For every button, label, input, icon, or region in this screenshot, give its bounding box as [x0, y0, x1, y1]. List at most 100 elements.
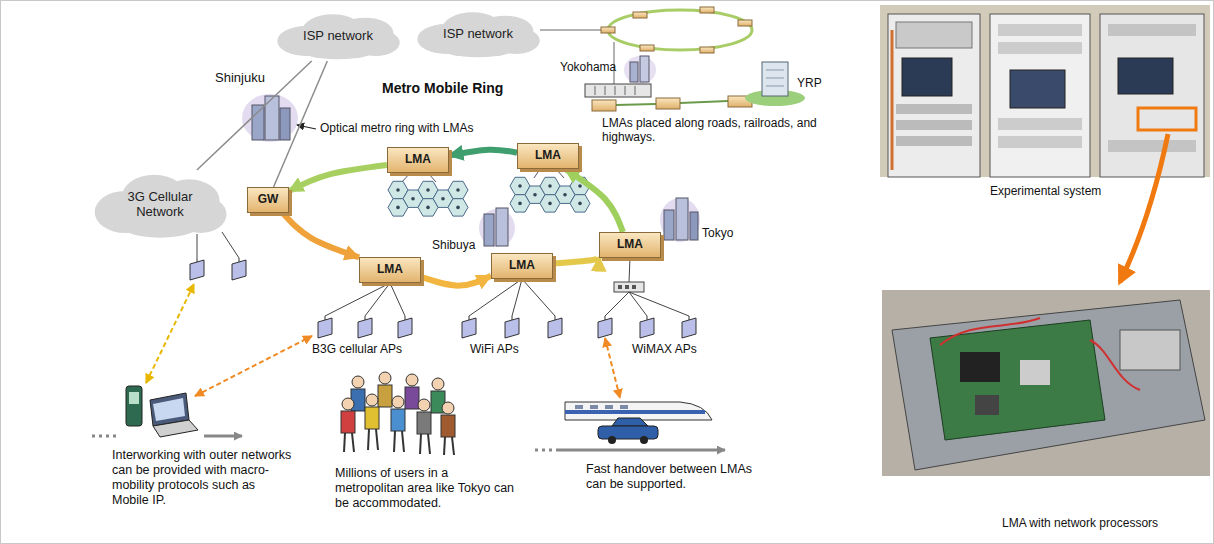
crowd-figures [379, 372, 391, 384]
ring-note: Optical metro ring with LMAs [320, 121, 473, 135]
cell-hexagons [428, 173, 436, 182]
access-point [548, 316, 562, 338]
vehicles [640, 436, 648, 444]
vehicles [575, 405, 583, 409]
cell-hexagons [534, 169, 540, 178]
crowd-figures [428, 434, 430, 454]
photo-experimental-system [1108, 24, 1196, 36]
photo-experimental-system [880, 5, 1210, 177]
network-cloud: ISP network [273, 11, 403, 61]
network-cloud: 3G Cellular Network [90, 170, 230, 240]
photo-experimental-system [1010, 70, 1065, 108]
cell-hexagons [570, 195, 590, 212]
access-ring [700, 7, 714, 13]
access-point [629, 292, 689, 316]
user-terminals [146, 284, 194, 383]
node-text: 3G Cellular Network [112, 190, 208, 220]
node-body: LMA [377, 263, 403, 277]
crowd-figures [442, 402, 454, 414]
ring-link [283, 213, 359, 257]
crowd-figures [392, 396, 404, 408]
yokohama-site [595, 86, 596, 95]
photo-lma-board [882, 290, 1210, 476]
shibuya-buildings [479, 209, 515, 247]
user-terminals [92, 435, 120, 438]
access-point [318, 316, 332, 338]
photo-experimental-system [896, 136, 972, 146]
access-ring [700, 47, 714, 53]
photo-experimental-system [1118, 58, 1173, 94]
cell-hexagons [448, 199, 468, 216]
node-text: ISP network [303, 29, 373, 44]
tokyo-buildings [676, 198, 688, 240]
node-text: LMA [405, 153, 431, 167]
photo-lma-board [940, 318, 1040, 345]
access-point [398, 316, 412, 338]
access-point [358, 316, 372, 338]
access-point [190, 232, 696, 338]
user-terminals [204, 435, 242, 438]
node-body: ISP network [303, 29, 373, 44]
ap-label: WiMAX APs [632, 342, 697, 356]
node-text: LMA [535, 149, 561, 163]
yokohama-site [624, 56, 656, 84]
tokyo-buildings [690, 212, 698, 240]
access-point [640, 316, 654, 338]
feature-note: Interworking with outer networks can be … [112, 448, 292, 508]
ap-label: B3G cellular APs [312, 342, 402, 356]
yokohama-site [592, 100, 616, 111]
feature-note: Millions of users in a metropolitan area… [335, 466, 515, 511]
vehicles [535, 338, 725, 450]
access-point [625, 285, 629, 289]
photo-experimental-system [990, 14, 1090, 177]
access-point [632, 285, 636, 289]
access-point [629, 258, 630, 282]
shinjuku-buildings [280, 108, 290, 140]
yokohama-site [615, 86, 616, 95]
yrp-building [766, 78, 784, 79]
place-name: Yokohama [560, 60, 616, 74]
photo-experimental-system [902, 58, 952, 96]
cell-hexagons [388, 199, 408, 216]
place-name: Tokyo [702, 226, 733, 240]
crowd-figures [452, 437, 454, 455]
photo-lma-board [960, 352, 1000, 382]
vehicles [565, 410, 705, 414]
access-point [614, 282, 644, 292]
user-terminals [92, 284, 312, 437]
lma-box: LMA [517, 143, 579, 169]
photo-experimental-system [896, 104, 972, 114]
access-point [505, 316, 519, 338]
network-cloud: ISP network [413, 9, 543, 59]
ring-link [449, 150, 517, 156]
crowd-figures [417, 412, 431, 434]
photo-lma-board [930, 320, 1105, 440]
vehicles [556, 449, 725, 452]
node-body: ISP network [443, 27, 513, 42]
access-point [197, 234, 198, 258]
yokohama-site [585, 84, 651, 97]
access-ring [738, 20, 752, 26]
photo-experimental-system [1120, 134, 1168, 282]
crowd-figures [342, 398, 354, 410]
access-point [190, 258, 204, 280]
cell-hexagons [388, 169, 590, 216]
node-body: LMA [535, 149, 561, 163]
user-terminals [195, 336, 312, 396]
yokohama-site [605, 86, 606, 95]
place-name: Shibuya [432, 238, 475, 252]
access-point [232, 258, 246, 280]
feature-note: Fast handover between LMAs can be suppor… [586, 462, 771, 492]
crowd-figures [344, 433, 345, 452]
lma-box: LMA [387, 147, 449, 173]
photo-experimental-system [1108, 140, 1196, 152]
vehicles [565, 402, 712, 420]
node-body: LMA [405, 153, 431, 167]
photo-lma-board [1090, 340, 1140, 390]
yokohama-site [640, 56, 649, 82]
tokyo-buildings [660, 198, 700, 242]
crowd-figures [341, 411, 355, 433]
ring-link [289, 165, 387, 191]
